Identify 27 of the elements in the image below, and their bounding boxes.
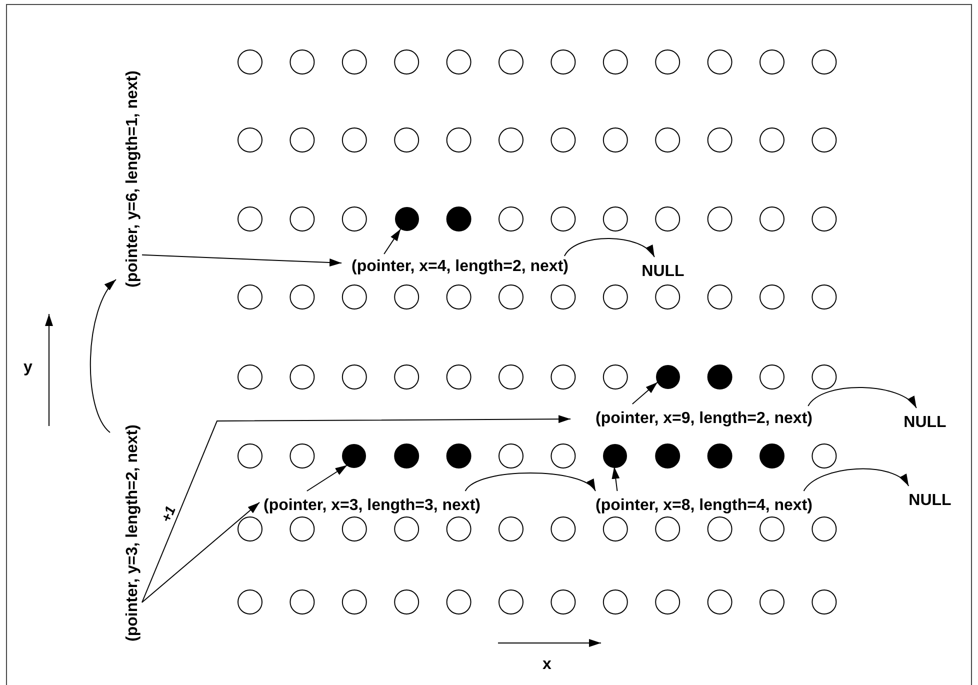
arrow bbox=[142, 415, 572, 603]
axis-label: x bbox=[542, 656, 552, 674]
curved-arrow bbox=[808, 387, 917, 408]
pointer-record-label: (pointer, x=3, length=3, next) bbox=[264, 497, 480, 515]
pointer-record-label: (pointer, x=8, length=4, next) bbox=[596, 497, 812, 515]
filled-pixel-circle bbox=[394, 207, 419, 231]
filled-pixel-circle bbox=[603, 444, 628, 468]
filled-pixel-circle bbox=[342, 444, 366, 468]
arrow bbox=[612, 466, 620, 492]
pointer-record-label: NULL bbox=[908, 492, 952, 510]
arrow bbox=[142, 502, 260, 603]
pointer-record-label: (pointer, x=4, length=2, next) bbox=[352, 258, 568, 276]
curved-arrow bbox=[464, 472, 596, 492]
arrow bbox=[384, 228, 402, 254]
arrow bbox=[306, 464, 348, 492]
filled-pixel-circle bbox=[656, 365, 680, 389]
pointer-record-label: (pointer, x=9, length=2, next) bbox=[596, 410, 812, 428]
arrow bbox=[142, 254, 342, 266]
curved-arrow bbox=[90, 278, 116, 434]
curved-arrow bbox=[564, 238, 655, 258]
arrow bbox=[632, 382, 658, 404]
pointer-record-label: NULL bbox=[904, 414, 946, 432]
pointer-record-label: (pointer, y=6, length=1, next) bbox=[124, 70, 142, 288]
curved-arrow bbox=[803, 468, 910, 492]
pointer-record-label: (pointer, y=3, length=2, next) bbox=[124, 424, 142, 642]
pointer-record-label: NULL bbox=[642, 263, 684, 281]
axis-label: y bbox=[24, 359, 32, 377]
